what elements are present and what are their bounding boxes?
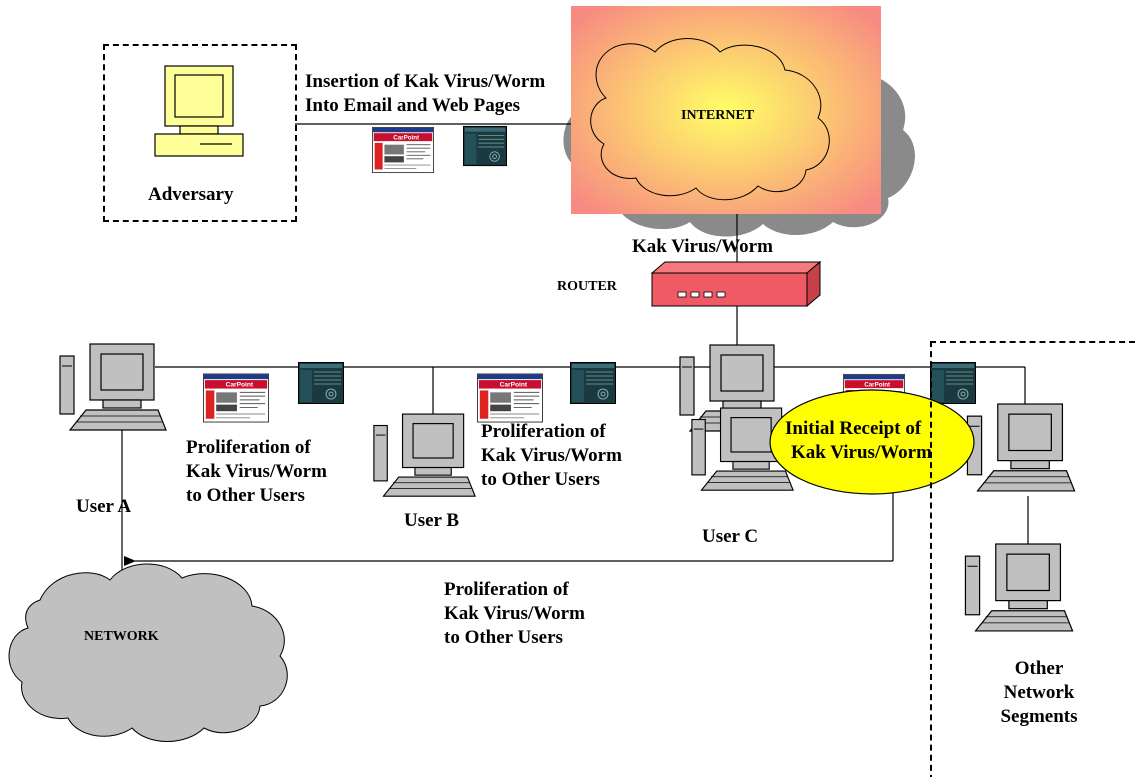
network-cloud-icon — [8, 563, 288, 742]
internet-label: INTERNET — [681, 108, 755, 123]
proliferation-a-line-2: Kak Virus/Worm — [186, 461, 327, 482]
initial-receipt-line-2: Kak Virus/Worm — [791, 442, 932, 463]
internet-cloud-icon — [563, 6, 915, 237]
proliferation-bottom-line-3: to Other Users — [444, 627, 563, 648]
router-label: ROUTER — [557, 279, 617, 294]
proliferation-b-line-1: Proliferation of — [481, 421, 606, 442]
proliferation-bottom-line-2: Kak Virus/Worm — [444, 603, 585, 624]
insertion-label-line-1: Insertion of Kak Virus/Worm — [305, 71, 546, 92]
proliferation-b-line-2: Kak Virus/Worm — [481, 445, 622, 466]
proliferation-a-line-1: Proliferation of — [186, 437, 311, 458]
user-a-computer-icon — [59, 343, 167, 431]
user-b-computer-icon — [373, 413, 476, 497]
user-b-label: User B — [404, 510, 460, 531]
other-segments-line-3: Segments — [1000, 706, 1078, 727]
initial-receipt-ellipse — [769, 389, 975, 495]
email-window-thumbnail-icon — [298, 362, 344, 404]
adversary-zone-box — [103, 44, 297, 222]
email-window-thumbnail-icon — [570, 362, 616, 404]
adversary-computer-icon — [154, 65, 244, 157]
other-network-segments-zone — [930, 341, 1135, 777]
user-c-label: User C — [702, 526, 759, 547]
other-segments-line-2: Network — [1003, 682, 1075, 703]
web-page-thumbnail-icon — [477, 373, 543, 423]
user-a-label: User A — [76, 496, 132, 517]
adversary-label: Adversary — [148, 184, 234, 205]
proliferation-bottom-line-1: Proliferation of — [444, 579, 569, 600]
proliferation-a-line-3: to Other Users — [186, 485, 305, 506]
network-label: NETWORK — [84, 629, 159, 644]
insertion-label-line-2: Into Email and Web Pages — [305, 95, 521, 116]
router-icon — [650, 260, 822, 308]
web-page-thumbnail-icon — [372, 126, 434, 174]
kak-virus-worm-label: Kak Virus/Worm — [632, 236, 773, 257]
other-segments-line-1: Other — [1014, 658, 1064, 679]
proliferation-b-line-3: to Other Users — [481, 469, 600, 490]
email-window-thumbnail-icon — [463, 125, 507, 167]
web-page-thumbnail-icon — [203, 373, 269, 423]
initial-receipt-line-1: Initial Receipt of — [785, 418, 922, 439]
